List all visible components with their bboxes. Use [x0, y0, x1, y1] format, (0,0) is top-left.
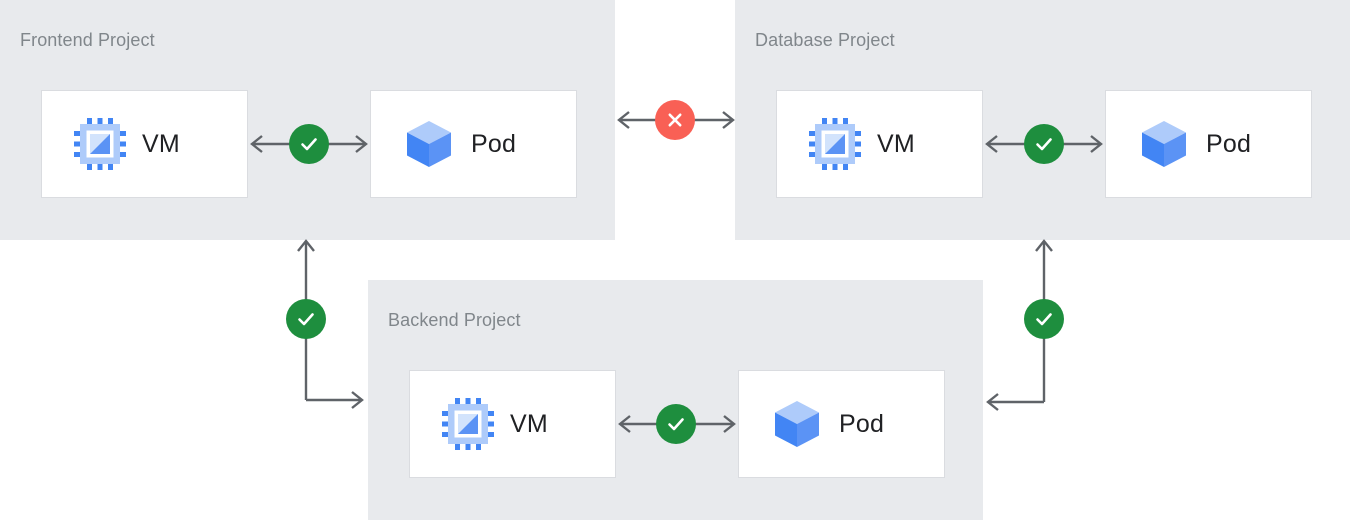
arrowhead-left-frontend-database	[617, 111, 630, 129]
cube-icon	[775, 401, 819, 447]
resource-label-backend-pod: Pod	[839, 409, 885, 438]
status-badge-backend-internal[interactable]	[656, 404, 696, 444]
resource-card-backend-vm[interactable]: VM	[409, 370, 616, 478]
status-badge-frontend-internal[interactable]	[289, 124, 329, 164]
resource-card-backend-pod[interactable]: Pod	[738, 370, 945, 478]
cpu-chip-icon	[809, 118, 861, 170]
check-icon	[1036, 313, 1052, 326]
arrowhead-right-frontend-database	[722, 111, 735, 129]
check-icon	[301, 138, 317, 151]
resource-card-database-vm[interactable]: VM	[776, 90, 983, 198]
status-badge-database-internal[interactable]	[1024, 124, 1064, 164]
status-badge-frontend-database-blocked[interactable]	[655, 100, 695, 140]
panel-title-database: Database Project	[755, 30, 895, 50]
arrowhead-right-frontend-backend	[351, 391, 364, 409]
check-icon	[668, 418, 684, 431]
cpu-chip-icon	[74, 118, 126, 170]
arrowhead-up-database-backend	[1035, 239, 1053, 252]
check-icon	[1036, 138, 1052, 151]
resource-card-frontend-vm[interactable]: VM	[41, 90, 248, 198]
resource-label-frontend-pod: Pod	[471, 129, 517, 158]
arrowhead-left-database-backend	[986, 393, 999, 411]
x-icon	[668, 113, 682, 127]
status-badge-frontend-backend[interactable]	[286, 299, 326, 339]
resource-label-database-vm: VM	[877, 129, 915, 158]
panel-title-backend: Backend Project	[388, 310, 521, 330]
cube-icon	[1142, 121, 1186, 167]
cpu-chip-icon	[442, 398, 494, 450]
resource-label-frontend-vm: VM	[142, 129, 180, 158]
resource-card-database-pod[interactable]: Pod	[1105, 90, 1312, 198]
check-icon	[298, 313, 314, 326]
resource-label-backend-vm: VM	[510, 409, 548, 438]
cube-icon	[407, 121, 451, 167]
status-badge-database-backend[interactable]	[1024, 299, 1064, 339]
resource-label-database-pod: Pod	[1206, 129, 1252, 158]
panel-title-frontend: Frontend Project	[20, 30, 155, 50]
arrowhead-up-frontend-backend	[297, 239, 315, 252]
resource-card-frontend-pod[interactable]: Pod	[370, 90, 577, 198]
